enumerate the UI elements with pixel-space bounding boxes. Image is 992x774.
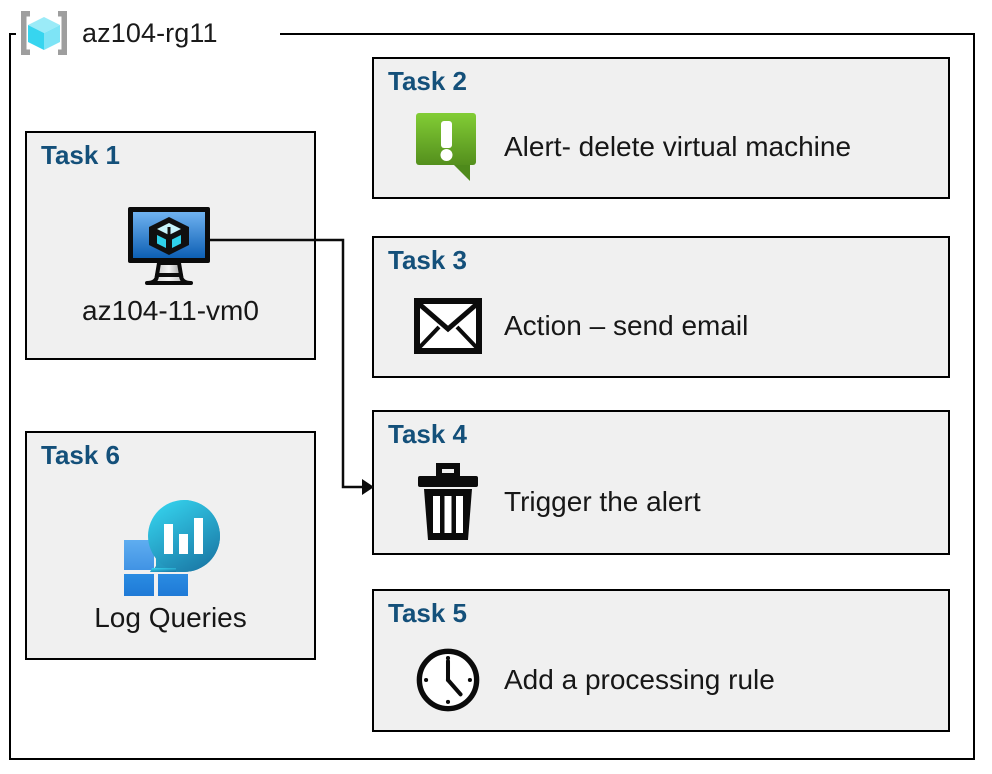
task-3-label: Task 3 [388,245,468,275]
task-6-label: Task 6 [41,440,121,470]
task-card-2[interactable]: Task 2 Alert- delete virtual machin [372,57,950,199]
task-1-body: az104-11-vm0 [27,179,314,350]
task-4-label: Task 4 [388,419,468,449]
task-3-text: Action – send email [504,310,749,341]
alert-bubble-icon [414,113,482,181]
virtual-machine-icon [123,203,219,289]
log-analytics-icon [116,496,226,596]
trash-can-icon [414,462,482,540]
task-card-4[interactable]: Task 4 Trigger the alert [372,410,950,555]
task-5-label: Task 5 [388,598,468,628]
task-2-body: Alert- delete virtual machine [414,101,938,193]
envelope-icon [414,292,482,360]
task-1-label: Task 1 [41,140,121,170]
resource-group-name: az104-rg11 [82,17,218,48]
task-4-body: Trigger the alert [414,454,938,549]
task-card-5[interactable]: Task 5 Add a processing rule [372,589,950,732]
task-card-1[interactable]: Task 1 [25,131,316,360]
resource-group-header: az104-rg11 [16,5,218,61]
task-3-body: Action – send email [414,280,938,372]
task-2-text: Alert- delete virtual machine [504,131,852,162]
task-card-3[interactable]: Task 3 Action – send email [372,236,950,378]
task-card-6[interactable]: Task 6 [25,431,316,660]
task-5-body: Add a processing rule [414,633,938,726]
task-2-label: Task 2 [388,66,468,96]
resource-group-icon [16,8,72,58]
task-6-text: Log Queries [94,601,247,633]
clock-icon [414,646,482,714]
resource-group-boundary [9,33,975,760]
task-4-text: Trigger the alert [504,485,701,517]
task-5-text: Add a processing rule [504,663,775,695]
task-1-text: az104-11-vm0 [82,294,259,326]
task-6-body: Log Queries [27,479,314,650]
